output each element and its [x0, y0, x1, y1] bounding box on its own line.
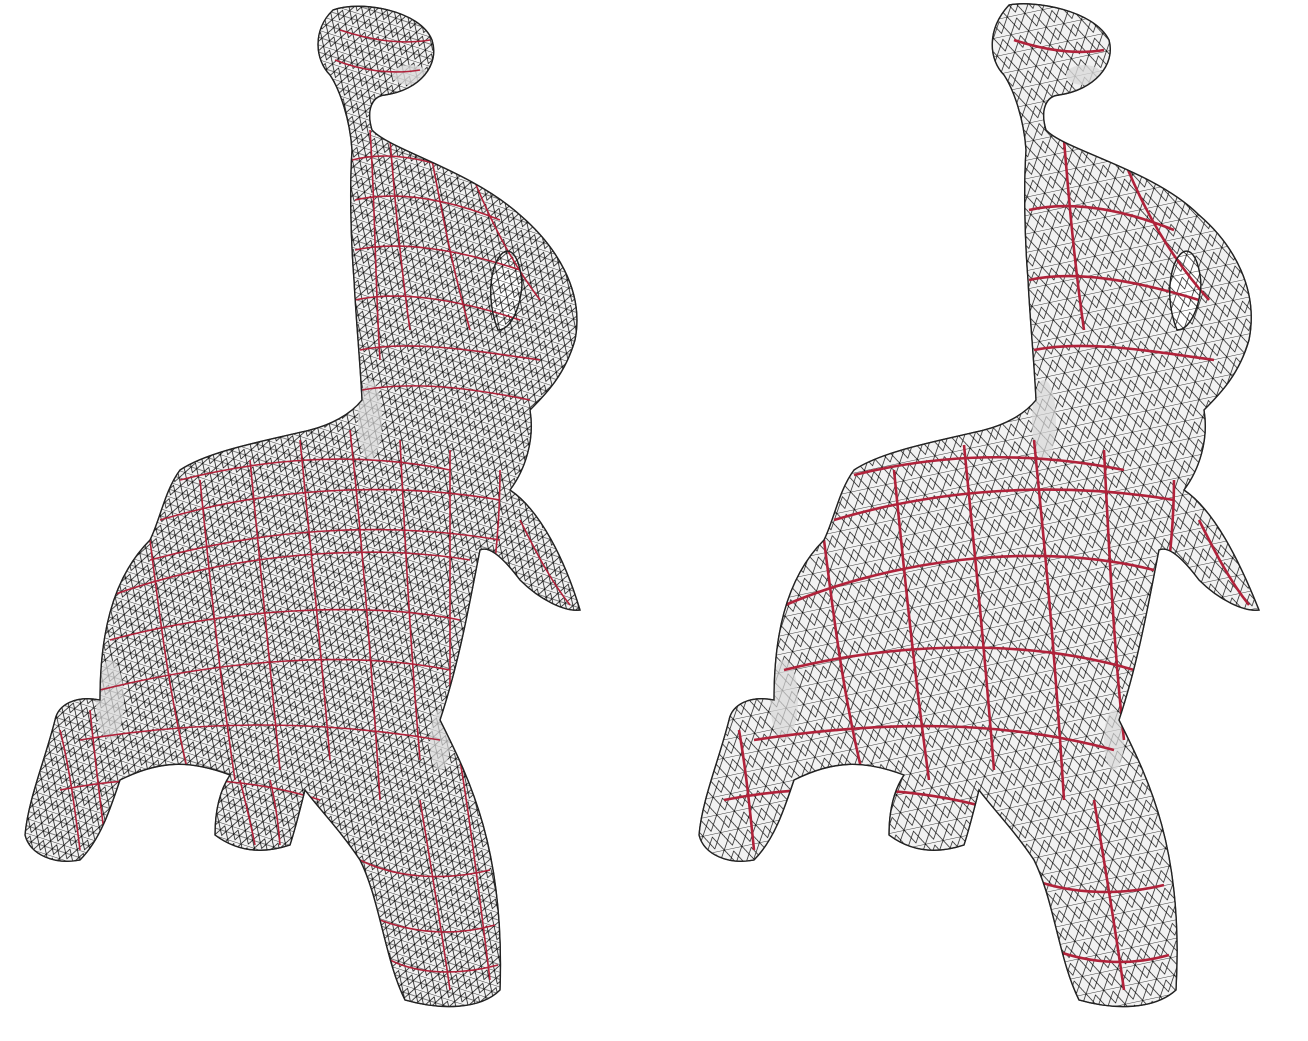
left-curve-network — [59, 29, 571, 991]
right-panel — [654, 0, 1308, 1041]
right-mesh-wireframe — [699, 3, 1259, 1007]
right-curve-network — [723, 38, 1251, 991]
left-mesh-wireframe — [25, 6, 580, 1007]
left-elephant-render — [24, 5, 581, 1008]
left-panel — [24, 5, 581, 1008]
right-elephant-render — [698, 3, 1260, 1008]
